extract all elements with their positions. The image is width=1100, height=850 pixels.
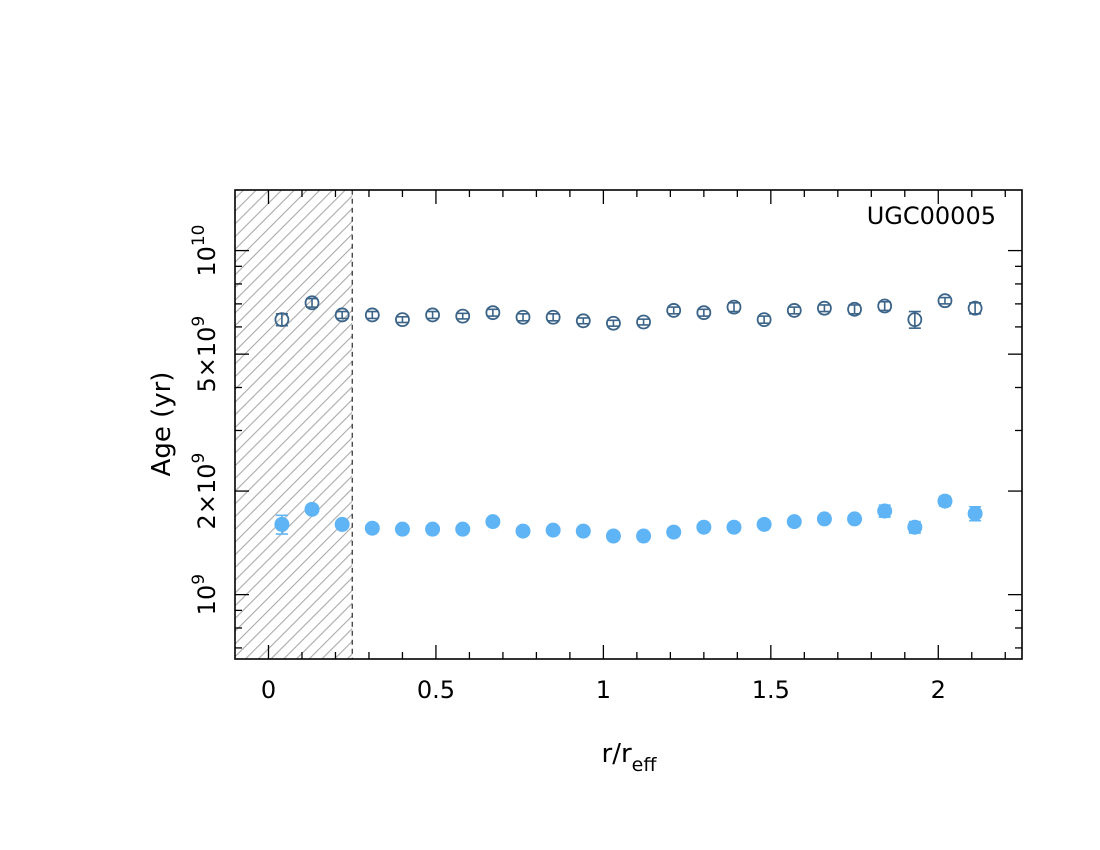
data-point xyxy=(786,303,802,318)
error-bar xyxy=(366,310,379,320)
data-point xyxy=(364,520,380,536)
data-point xyxy=(364,307,380,323)
data-point xyxy=(394,521,410,537)
data-point xyxy=(816,511,832,527)
error-bar xyxy=(938,296,951,305)
data-point xyxy=(937,493,953,509)
data-point xyxy=(455,521,471,537)
x-tick-label: 0 xyxy=(261,676,276,704)
error-bar xyxy=(727,302,740,313)
data-point xyxy=(636,528,652,544)
data-point xyxy=(515,309,531,325)
data-point xyxy=(847,301,862,317)
data-point xyxy=(847,511,863,527)
error-bar xyxy=(878,300,891,312)
y-tick-label: 2×109 xyxy=(189,453,221,530)
error-bar xyxy=(697,308,710,317)
galaxy-name-annotation: UGC00005 xyxy=(867,202,996,230)
error-bar xyxy=(848,304,861,315)
series-1 xyxy=(274,293,983,331)
y-tick-label: 1010 xyxy=(189,224,221,276)
y-axis-label: Age (yr) xyxy=(147,372,177,477)
data-point xyxy=(726,299,742,315)
error-bar xyxy=(758,315,771,325)
excluded-region-hatch xyxy=(234,189,353,660)
data-point xyxy=(606,315,621,331)
error-bar xyxy=(486,308,499,317)
x-tick-labels: 0 0.5 1 1.5 2 xyxy=(261,676,946,704)
data-point xyxy=(696,305,712,321)
x-tick-label: 2 xyxy=(931,676,946,704)
x-axis-label-base: r/r xyxy=(602,739,632,769)
plot-frame xyxy=(234,189,1023,660)
x-axis-label-sub: eff xyxy=(632,754,658,776)
x-axis-label: r/reff xyxy=(602,739,658,776)
error-bar xyxy=(607,319,620,327)
x-tick-label: 1.5 xyxy=(752,676,790,704)
error-bar xyxy=(456,312,469,320)
data-point xyxy=(545,522,561,538)
data-point xyxy=(274,516,290,532)
data-point xyxy=(696,519,712,535)
error-bar xyxy=(336,310,349,320)
data-point xyxy=(575,523,591,539)
data-point xyxy=(726,519,742,535)
data-point xyxy=(334,516,350,532)
y-tick-labels: 109 2×109 5×109 1010 xyxy=(189,224,221,615)
y-tick-label: 109 xyxy=(189,574,221,615)
data-point xyxy=(937,293,953,309)
data-point xyxy=(636,314,651,330)
data-point xyxy=(666,524,682,540)
series-2 xyxy=(274,493,983,544)
error-bar xyxy=(667,306,680,315)
error-bar xyxy=(577,317,590,325)
data-point xyxy=(907,519,923,535)
data-point xyxy=(545,309,561,325)
data-point xyxy=(666,303,682,318)
data-point xyxy=(455,308,471,324)
data-point xyxy=(605,528,621,544)
error-bar xyxy=(547,313,560,322)
data-point xyxy=(907,312,923,328)
data-point xyxy=(756,312,772,328)
data-point xyxy=(756,516,772,532)
data-point xyxy=(485,305,501,321)
data-point xyxy=(395,312,410,328)
data-point xyxy=(515,523,531,539)
data-point xyxy=(334,307,350,323)
error-bar xyxy=(517,313,530,322)
data-point xyxy=(877,298,893,314)
data-point xyxy=(967,506,983,522)
x-tick-label: 0.5 xyxy=(417,676,455,704)
data-point xyxy=(304,501,320,517)
data-series xyxy=(274,293,983,544)
error-bar xyxy=(396,316,409,324)
data-point xyxy=(425,521,441,537)
data-point xyxy=(485,514,501,530)
data-point xyxy=(817,300,832,316)
axis-ticks xyxy=(235,190,1022,659)
error-bar xyxy=(426,310,439,320)
error-bar xyxy=(788,306,801,315)
data-point xyxy=(877,503,893,519)
y-tick-label: 5×109 xyxy=(189,316,221,393)
data-point xyxy=(425,307,440,323)
error-bar xyxy=(818,304,831,313)
data-point xyxy=(575,313,591,329)
data-point xyxy=(967,300,983,316)
data-point xyxy=(786,514,802,530)
x-tick-label: 1 xyxy=(596,676,611,704)
error-bar xyxy=(637,318,650,326)
data-point xyxy=(304,295,320,311)
data-point xyxy=(274,312,290,328)
